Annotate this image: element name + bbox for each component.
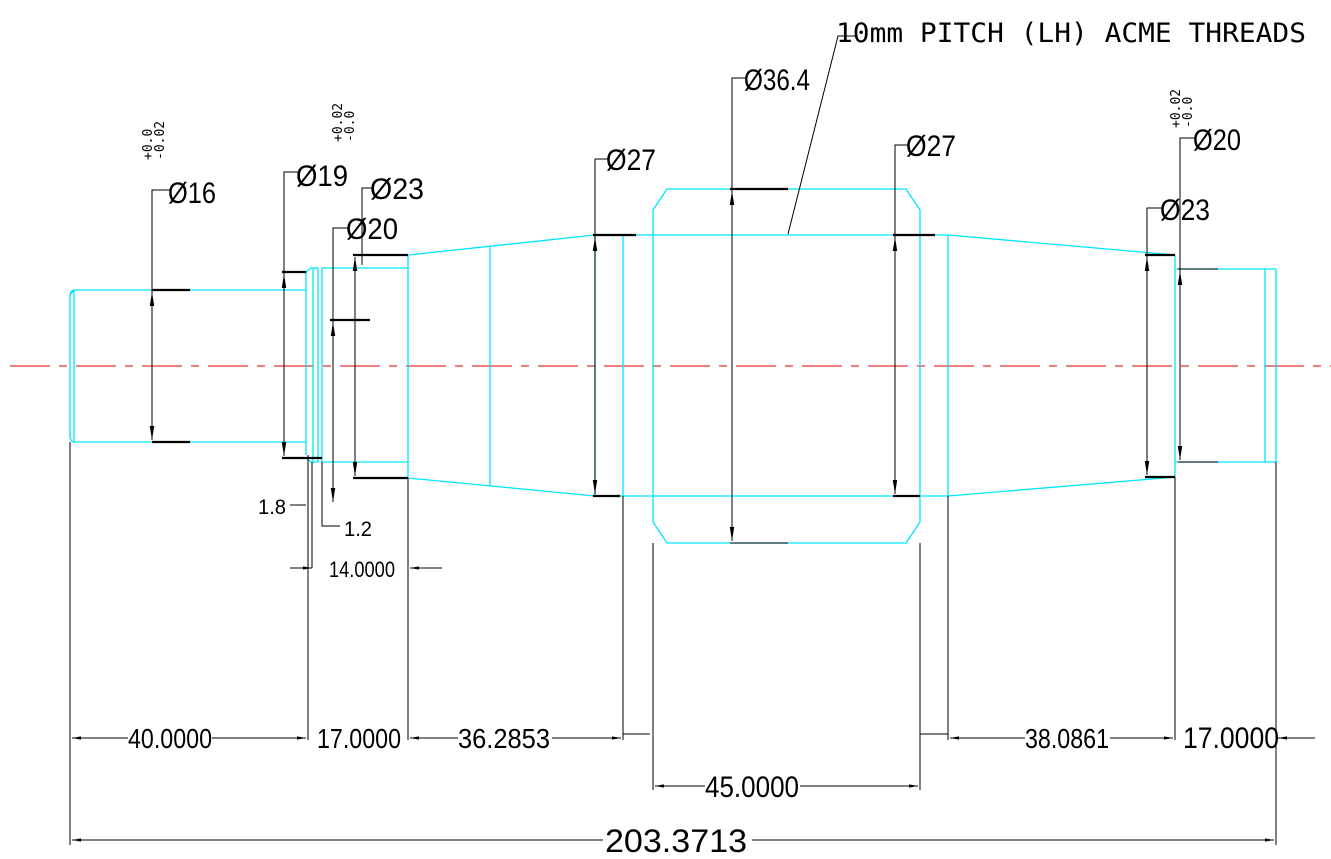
len-17-right-label: 17.0000 — [1183, 722, 1279, 755]
tolerance-mid: +0.02 -0.0 — [331, 103, 358, 142]
len-17-left-label: 17.0000 — [317, 723, 401, 754]
len-total-label: 203.3713 — [605, 823, 747, 859]
tol-mid-upper: +0.02 — [331, 103, 346, 142]
len-36-label: 36.2853 — [458, 723, 550, 754]
tol-left-upper: +0.0 — [141, 129, 156, 160]
dia-27-right-label: Ø27 — [906, 130, 956, 163]
length-dim-lines — [72, 733, 1315, 842]
dia-20-left-label: Ø20 — [346, 213, 398, 246]
dim-14-label: 14.0000 — [329, 557, 395, 582]
tolerance-left: +0.0 -0.02 — [141, 121, 168, 160]
tol-mid-lower: -0.0 — [343, 111, 358, 142]
thread-note: 10mm PITCH (LH) ACME THREADS — [836, 18, 1306, 49]
tol-right-lower: -0.0 — [1181, 97, 1196, 128]
extension-lines — [69, 442, 1277, 845]
dia-27-left-label: Ø27 — [606, 144, 656, 177]
dia-19-label: Ø19 — [296, 160, 348, 193]
len-38-label: 38.0861 — [1025, 723, 1109, 754]
len-40-label: 40.0000 — [128, 723, 212, 754]
tolerance-right: +0.02 -0.0 — [1169, 89, 1196, 128]
tol-left-lower: -0.02 — [153, 121, 168, 160]
dia-36-4-label: Ø36.4 — [744, 64, 810, 97]
dia-23-right-label: Ø23 — [1160, 194, 1210, 227]
diameter-dimensions — [149, 35, 1218, 544]
dim-1-8-label: 1.8 — [258, 496, 286, 519]
dia-16-label: Ø16 — [168, 177, 216, 210]
len-45-label: 45.0000 — [705, 771, 799, 804]
dim-1-2-label: 1.2 — [344, 518, 372, 541]
tol-right-upper: +0.02 — [1169, 89, 1184, 128]
dia-20-right-label: Ø20 — [1193, 124, 1241, 157]
dia-23-left-label: Ø23 — [370, 173, 424, 206]
